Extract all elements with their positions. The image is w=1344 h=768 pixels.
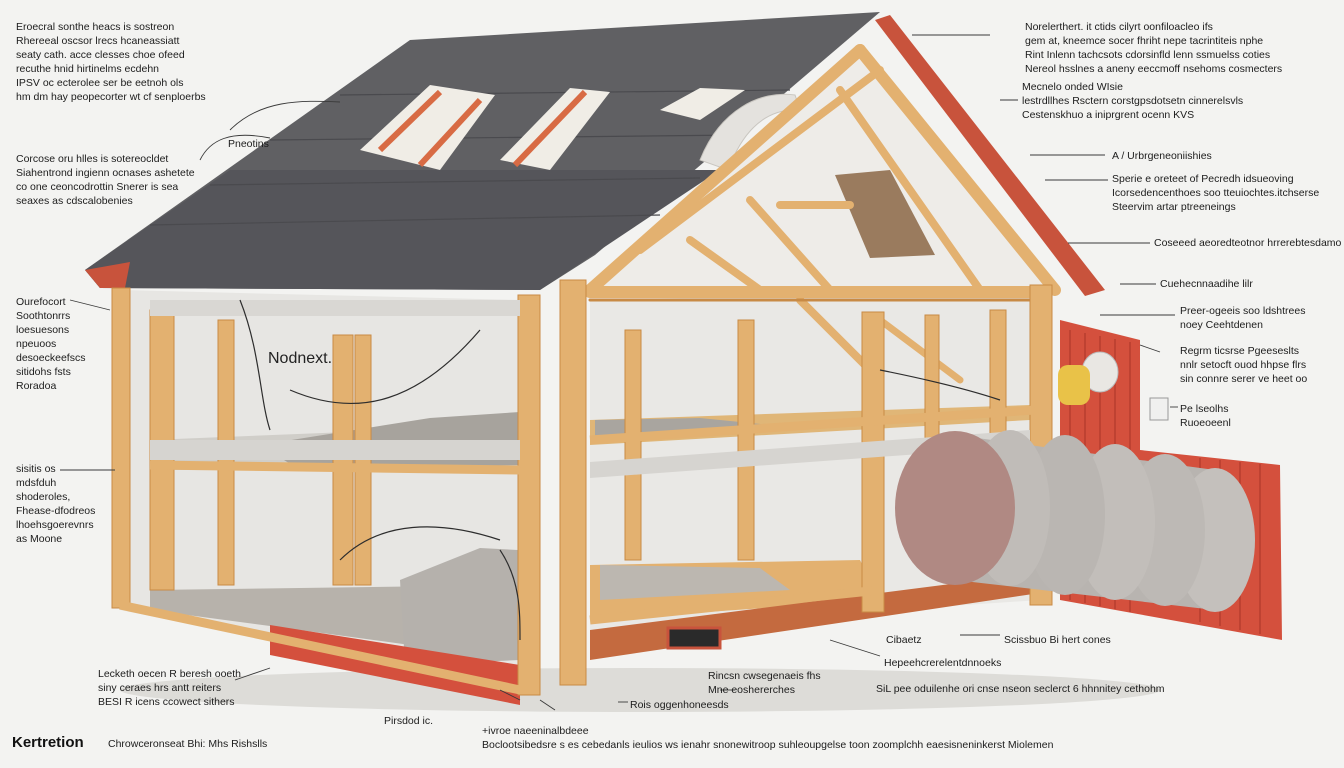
floor-beams (119, 405, 1036, 695)
electrical-wires (239, 299, 1001, 641)
crawl-vent (666, 626, 722, 650)
brand-subtitle: Chrowceronseat Bhi: Mhs Rishslls (108, 738, 268, 750)
label-bottom-right-2: Hepeehcrerelentdnnoeks (884, 657, 1002, 669)
label-right-4: Cuehecnnaadihe lilr (1160, 278, 1253, 290)
label-bottom-left-block: Lecketh oecen R beresh ooeth siny ceraes… (98, 668, 242, 708)
label-bottom-1: Rincsn cwsegenaeis fhs Mne eoshererches (708, 670, 821, 696)
brand-title: Kertretion (12, 734, 84, 751)
label-right-2: Sperie e oreteet of Pecredh idsueoving I… (1112, 173, 1320, 213)
label-left-block-1: Ourefocort Soothtonrrs loesuesons npeuoo… (16, 296, 86, 392)
label-right-5: Preer-ogeeis soo ldshtrees noey Ceehtden… (1180, 305, 1306, 331)
label-top-right-block-2: Mecnelo onded WIsie lestrdllhes Rsctern … (1022, 81, 1244, 121)
roof-fascia-red-left (85, 262, 130, 288)
label-right-3: Coseeed aeoredteotnor hrrerebtesdamo (1154, 237, 1342, 249)
label-mid-left-block: Corcose oru hlles is sotereocldet Siahen… (16, 153, 195, 207)
label-top-left-block: Eroecral sonthe heacs is sostreon Rheree… (16, 21, 206, 103)
right-floor-carpet (600, 565, 790, 600)
pipe-reel (1058, 351, 1169, 421)
roof-shingle-layer (85, 170, 720, 290)
roof-fascia-red (875, 15, 1105, 296)
label-right-6: Regrm ticsrse Pgeeseslts nnlr setocft ou… (1180, 345, 1308, 385)
label-bottom-4: Boclootsibedsre s es cebedanls ieulios w… (482, 739, 1054, 751)
label-left-block-2: sisitis os mdsfduh shoderoles, Fhease-df… (16, 463, 96, 545)
ventilation-ducts (150, 300, 1030, 478)
label-bottom-right-4: SiL pee oduilenhe ori cnse nseon seclerc… (876, 683, 1165, 695)
label-bottom-right-1: Cibaetz (886, 634, 922, 646)
label-bottom-2: Rois oggenhoneesds (630, 699, 729, 711)
ground-floor-insulation-roll (400, 548, 520, 665)
label-top-left-short: Pneotins (228, 138, 269, 150)
label-bottom-left-short: Pirsdod ic. (384, 715, 434, 727)
label-top-right-block-1: Norelerthert. it ctids cilyrt oonfiloacl… (1025, 21, 1283, 75)
roof-openings (360, 85, 745, 170)
attic-insulation-batt (835, 170, 935, 258)
label-bottom-right-3: Scissbuo Bi hert cones (1004, 634, 1111, 646)
leader-lines (60, 34, 1178, 711)
label-right-1: A / Urbrgeneoniishies (1112, 150, 1212, 162)
label-bottom-3: +ivroe naeeninalbdeee (482, 725, 589, 737)
insulated-round-duct (895, 430, 1255, 612)
house-sign: Nodnext. (268, 350, 333, 367)
ground-shadow (120, 668, 1160, 712)
label-right-7: Pe lseolhs Ruoeoeenl (1180, 403, 1231, 429)
